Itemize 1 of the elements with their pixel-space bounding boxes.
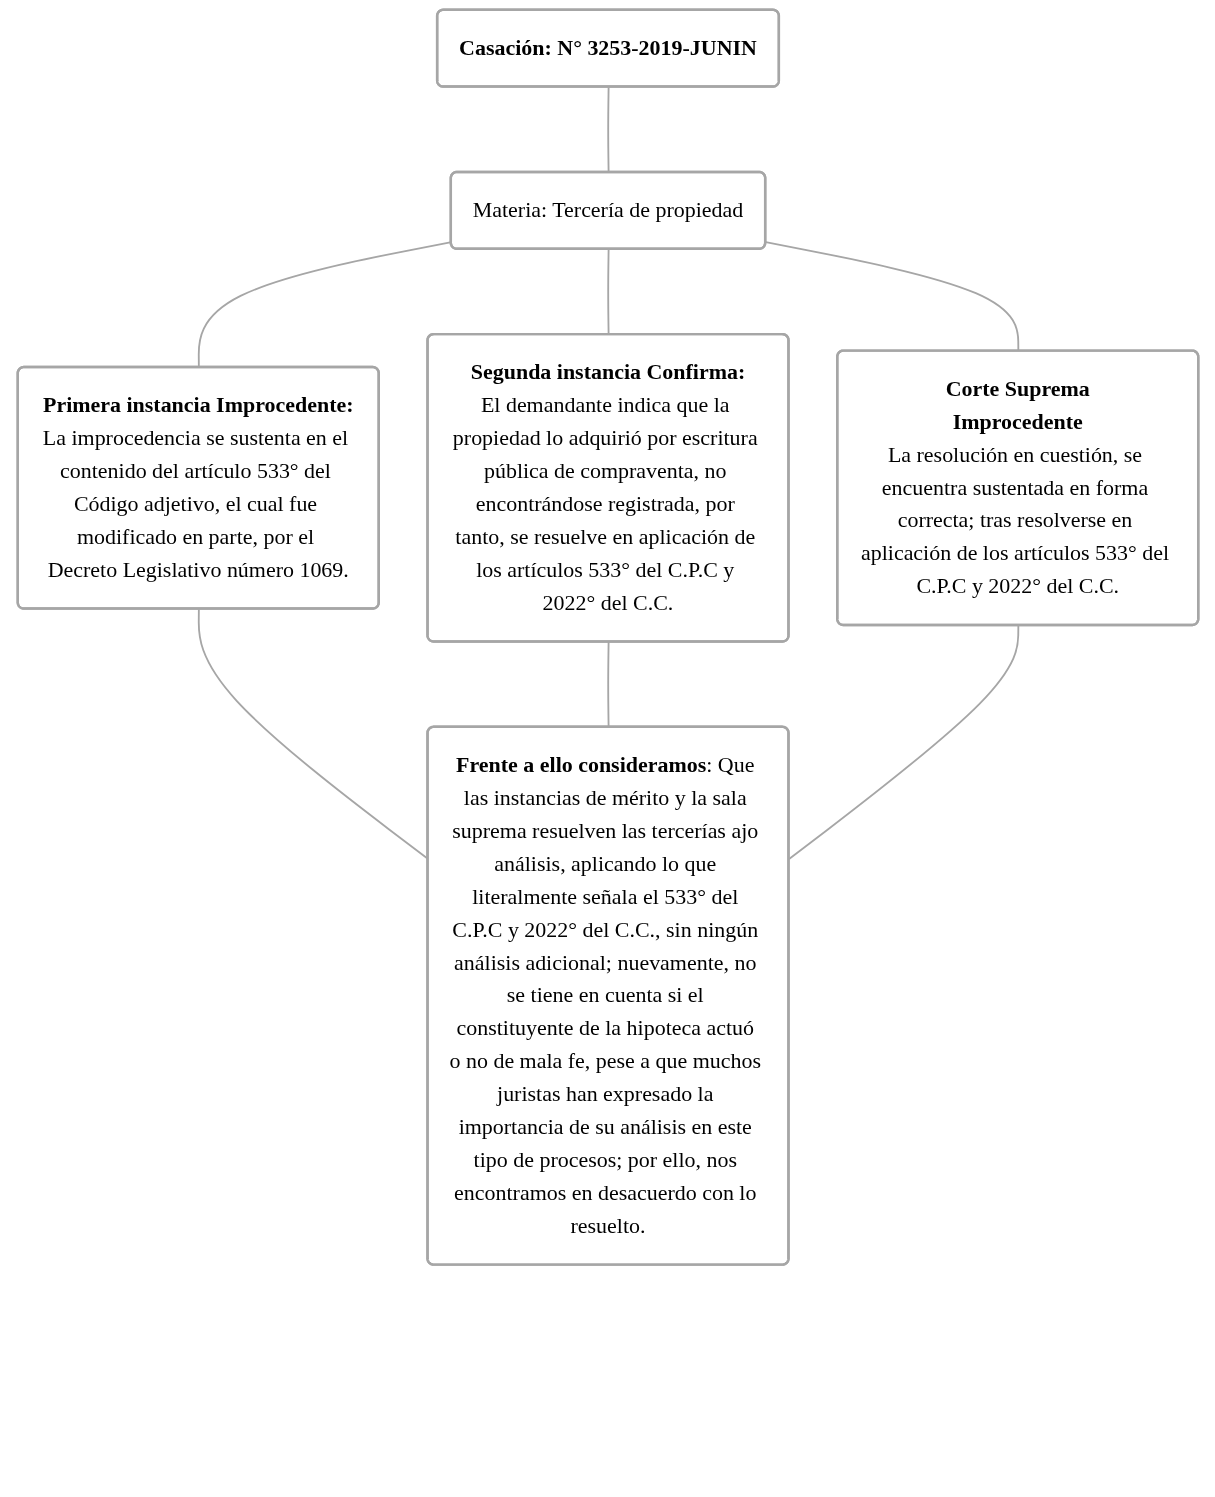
connector	[787, 624, 1019, 860]
